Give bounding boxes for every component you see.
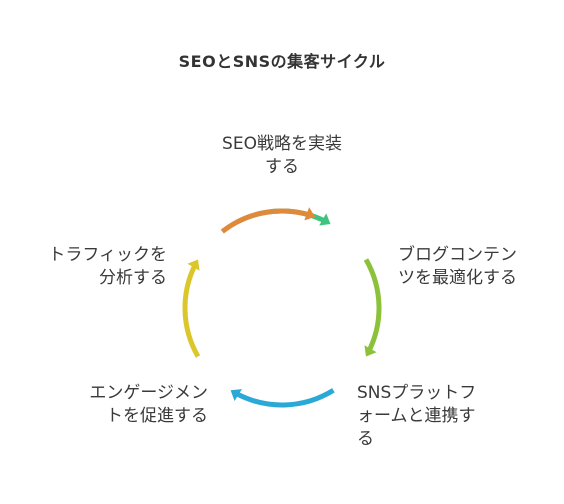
step-label-line: 分析する (99, 268, 167, 288)
step-label-traffic-analysis: トラフィックを 分析する (10, 244, 167, 290)
cycle-arc-engagement (182, 263, 201, 358)
cycle-arc-blog-content (363, 258, 382, 353)
cycle-arrowhead-engagement (187, 259, 200, 271)
cycle-arrowhead-traffic-analysis (304, 207, 316, 221)
step-label-line: する (265, 157, 299, 177)
cycle-arrowhead-sns-platform (230, 389, 242, 401)
step-label-engagement: エンゲージメン トを促進する (20, 382, 208, 428)
step-label-seo-strategy: SEO戦略を実装 する (182, 133, 382, 179)
step-label-blog-content: ブログコンテン ツを最適化する (398, 244, 558, 290)
step-label-line: SNSプラットフ (357, 383, 477, 403)
cycle-arrowhead-blog-content (364, 345, 377, 357)
cycle-arc-sns-platform (234, 388, 335, 408)
step-label-line: トを促進する (106, 406, 208, 426)
cycle-arc-traffic-analysis (220, 208, 311, 234)
step-label-line: ブログコンテン (398, 245, 517, 265)
step-label-line: ォームと連携す (357, 406, 476, 426)
step-label-line: エンゲージメン (89, 383, 208, 403)
cycle-arrowhead-seo-strategy (319, 213, 331, 226)
step-label-line: ツを最適化する (398, 268, 517, 288)
step-label-line: る (357, 429, 374, 449)
step-label-sns-platform: SNSプラットフ ォームと連携す る (357, 382, 517, 451)
page-title: SEOとSNSの集客サイクル (178, 52, 386, 71)
step-label-line: トラフィックを (48, 245, 167, 265)
step-label-line: SEO戦略を実装 (222, 134, 342, 154)
